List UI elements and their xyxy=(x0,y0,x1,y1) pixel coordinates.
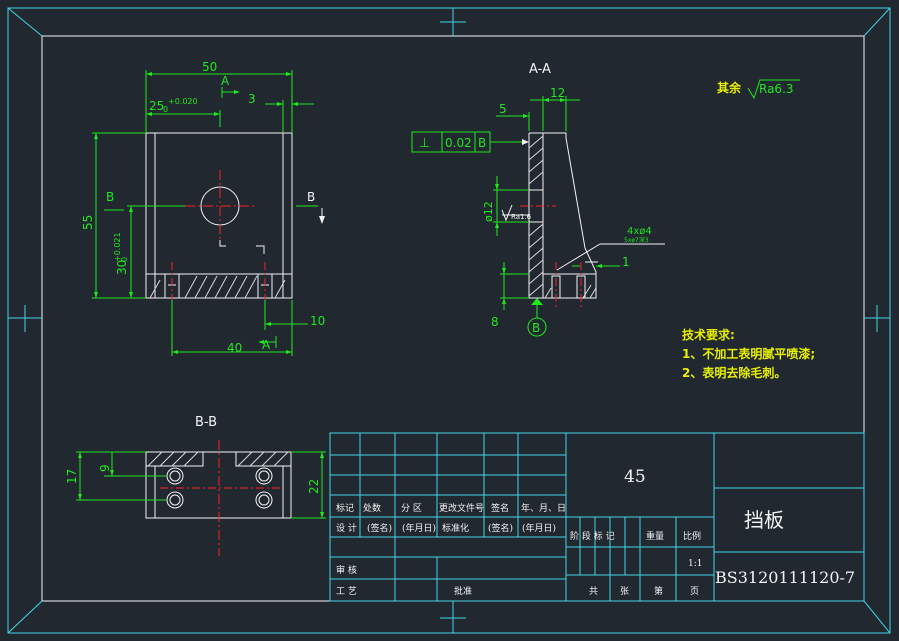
dim-hole-y-text: 30 xyxy=(115,260,129,275)
tb-header-zone: 分 区 xyxy=(401,503,422,514)
tb-header-date: 年、月、日 xyxy=(521,502,566,514)
dim-hole-spacing-text: 40 xyxy=(227,341,242,355)
tb-part-name: 挡板 xyxy=(744,508,784,532)
tb-header-signature: 签名 xyxy=(491,502,509,514)
tb-weight: 重量 xyxy=(646,530,664,542)
tb-scale-label: 比例 xyxy=(683,530,701,542)
aa-dim-diameter: ø12 xyxy=(482,201,495,222)
roughness-prefix: 其余 xyxy=(717,80,742,95)
tb-header-change-doc: 更改文件号 xyxy=(439,502,484,514)
tb-header-count: 处数 xyxy=(363,502,381,514)
aa-roughness-hole: Ra1.6 xyxy=(511,213,532,221)
tb-drawing-number: BS3120111120-7 xyxy=(715,568,855,587)
perpendicularity-frame: ⊥ 0.02 B xyxy=(411,131,529,153)
front-view xyxy=(145,132,293,310)
aa-dim-bottom: 8 xyxy=(491,315,499,329)
tech-req-item-2: 2、表明去除毛刺。 xyxy=(682,365,786,380)
tb-standard-label: 标准化 xyxy=(442,522,469,534)
dim-hole-x-tol-lower: 0 xyxy=(163,105,168,114)
tolerance-value: 0.02 xyxy=(445,136,472,150)
dim-hole-x-text: 25 xyxy=(149,99,164,113)
bb-hatch xyxy=(147,451,289,467)
front-dimensions: 50 25 +0.020 0 3 A 55 30 +0.021 0 B B 10… xyxy=(81,60,325,356)
dim-hole-y-tol-lower: 0 xyxy=(120,257,129,262)
tb-page-label: 页 xyxy=(690,586,699,597)
tb-design-label: 设 计 xyxy=(336,522,357,534)
front-hatch xyxy=(149,275,286,299)
tb-stage-mark: 阶 段 标 记 xyxy=(570,530,615,542)
aa-hole-callout: 4xø4 xyxy=(627,226,652,237)
tb-sheets-label: 张 xyxy=(620,586,629,597)
section-bb-dimensions: 17 9 22 xyxy=(65,451,326,519)
section-a-label-top: A xyxy=(221,74,230,88)
dim-edge-text: 3 xyxy=(248,92,256,106)
roughness-note: 其余 Ra6.3 xyxy=(717,79,800,100)
aa-dim-offset-text: 5 xyxy=(499,102,507,116)
bb-dim-17: 17 xyxy=(65,469,79,484)
tb-material: 45 xyxy=(624,467,646,487)
tolerance-datum: B xyxy=(478,136,486,150)
section-bb-title: B-B xyxy=(195,415,217,430)
dim-hole-x-tol-upper: +0.020 xyxy=(168,97,198,106)
tb-review-label: 审 核 xyxy=(336,564,357,576)
tech-req-title: 技术要求: xyxy=(682,327,735,342)
tb-design-date: (年月日) xyxy=(402,522,436,534)
tb-sheet-no-label: 第 xyxy=(654,585,663,597)
tb-header-mark: 标记 xyxy=(336,502,354,514)
dim-width-text: 50 xyxy=(202,60,217,74)
tb-scale-value: 1:1 xyxy=(688,559,702,569)
tb-design-sign: (签名) xyxy=(367,522,392,534)
tech-req-item-1: 1、不加工表明腻平喷漆; xyxy=(682,346,815,361)
section-aa-view: A-A xyxy=(520,62,597,310)
perpendicularity-symbol: ⊥ xyxy=(419,136,430,151)
dim-hole-y-tol-upper: +0.021 xyxy=(113,232,122,262)
bb-dim-22: 22 xyxy=(307,479,321,494)
aa-hatch xyxy=(528,135,597,299)
section-aa-dimensions: 12 5 ⊥ 0.02 B ø12 Ra1.6 4xø4 5xø7深3 1 xyxy=(411,86,665,337)
tb-process-label: 工 艺 xyxy=(336,586,357,597)
technical-requirements: 技术要求: 1、不加工表明腻平喷漆; 2、表明去除毛刺。 xyxy=(682,327,815,380)
drawing-frame xyxy=(7,7,891,634)
title-block: 标记 处数 分 区 更改文件号 签名 年、月、日 设 计 (签名) (年月日) … xyxy=(329,432,865,602)
section-b-label-left: B xyxy=(106,190,114,204)
aa-hole-callout-sub: 5xø7深3 xyxy=(624,236,649,244)
tb-total-label: 共 xyxy=(589,586,598,597)
section-aa-title: A-A xyxy=(529,62,551,77)
section-a-label-bottom: A xyxy=(262,338,271,352)
tb-standard-sign: (签名) xyxy=(488,522,513,534)
dim-height-text: 55 xyxy=(81,215,95,230)
dim-bottom-offset-text: 10 xyxy=(310,314,325,328)
aa-dim-one: 1 xyxy=(622,255,630,269)
roughness-value: Ra6.3 xyxy=(759,82,794,96)
section-bb-view: B-B xyxy=(145,415,292,556)
bb-dim-9: 9 xyxy=(98,464,112,472)
tb-standard-date: (年月日) xyxy=(522,522,556,534)
tb-approve-label: 批准 xyxy=(454,585,472,597)
datum-b-marker: B xyxy=(532,321,540,335)
aa-dim-top-text: 12 xyxy=(550,86,565,100)
section-b-label-right: B xyxy=(307,190,315,204)
